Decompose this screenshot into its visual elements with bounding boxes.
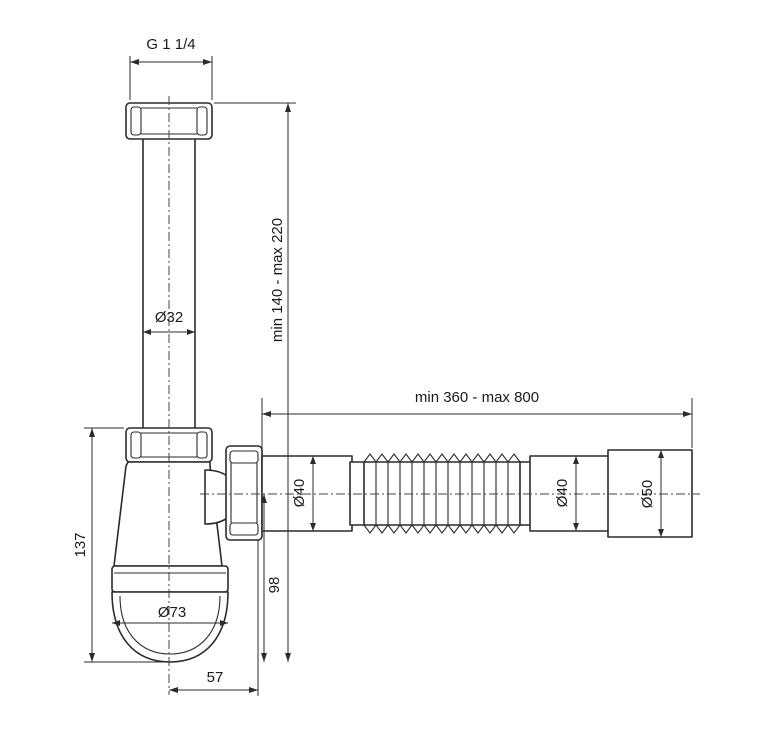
label-tube-diameter: Ø32	[155, 309, 183, 326]
dim-outlet-diameter-end	[658, 450, 664, 537]
label-length-range: min 360 - max 800	[415, 389, 539, 406]
bottle-body	[113, 461, 237, 567]
label-outlet-height: 98	[266, 577, 283, 594]
dim-thread	[129, 56, 213, 100]
center-lines	[168, 96, 700, 695]
dim-overall-height	[84, 427, 168, 663]
dim-outlet-height	[261, 494, 267, 662]
label-outlet-diameter-end: Ø50	[639, 480, 656, 508]
label-offset: 57	[207, 669, 224, 686]
dim-tube-diameter	[143, 329, 195, 335]
label-overall-height: 137	[72, 532, 89, 557]
dim-length-range	[261, 398, 693, 454]
label-outlet-diameter-2: Ø40	[554, 479, 571, 507]
dim-outlet-diameter-2	[573, 456, 579, 531]
dim-bowl-diameter	[112, 620, 228, 626]
label-outlet-diameter-1: Ø40	[291, 479, 308, 507]
dim-outlet-diameter-1	[310, 456, 316, 531]
bottle-bowl	[111, 565, 229, 663]
outlet-nut	[225, 445, 263, 541]
label-bowl-diameter: Ø73	[158, 604, 186, 621]
label-height-range: min 140 - max 220	[269, 218, 286, 342]
dim-offset	[169, 540, 259, 696]
dim-height-range	[214, 102, 296, 662]
label-thread: G 1 1/4	[146, 36, 195, 53]
